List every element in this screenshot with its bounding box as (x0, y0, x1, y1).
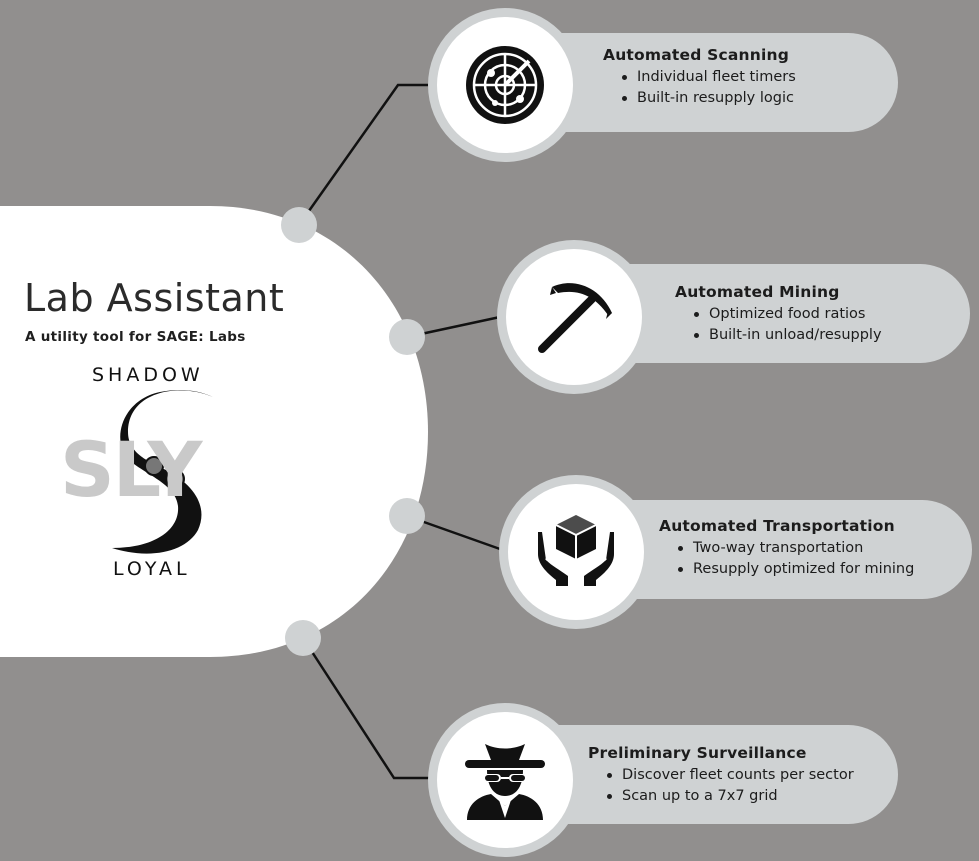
pickaxe-icon (538, 283, 612, 353)
package-hands-icon (538, 515, 614, 586)
connector-node-transportation (389, 498, 425, 534)
radar-icon (466, 46, 544, 124)
logo-emblem (112, 389, 213, 554)
logo-top-word: SHADOW (92, 364, 204, 386)
feature-bullets: Two-way transportation Resupply optimize… (659, 538, 914, 580)
feature-title: Automated Mining (675, 283, 840, 301)
hub-subtitle: A utility tool for SAGE: Labs (25, 329, 246, 345)
feature-bullets: Optimized food ratios Built-in unload/re… (675, 304, 882, 346)
hub-title: Lab Assistant (24, 276, 285, 320)
feature-text-surveillance: Preliminary Surveillance Discover fleet … (588, 744, 854, 807)
connector-node-mining (389, 319, 425, 355)
feature-title: Preliminary Surveillance (588, 744, 807, 762)
feature-bullet: Built-in resupply logic (622, 88, 796, 109)
hub-shape (0, 206, 428, 657)
connector-node-surveillance (285, 620, 321, 656)
feature-bullet: Built-in unload/resupply (694, 325, 882, 346)
feature-title: Automated Scanning (603, 46, 790, 64)
feature-title: Automated Transportation (659, 517, 895, 535)
feature-text-scanning: Automated Scanning Individual fleet time… (603, 46, 796, 109)
feature-bullet: Scan up to a 7x7 grid (607, 786, 854, 807)
feature-bullet: Individual fleet timers (622, 67, 796, 88)
feature-bullets: Individual fleet timers Built-in resuppl… (603, 67, 796, 109)
logo-monogram: SLY (60, 425, 202, 514)
connector-line-surveillance (301, 637, 432, 780)
connector-line-scanning (297, 83, 430, 226)
feature-text-transportation: Automated Transportation Two-way transpo… (659, 517, 914, 580)
logo-bottom-word: LOYAL (113, 558, 191, 580)
feature-bullet: Optimized food ratios (694, 304, 882, 325)
feature-bullet: Resupply optimized for mining (677, 559, 914, 580)
connector-node-scanning (281, 207, 317, 243)
spy-icon (465, 744, 545, 820)
connector-lines (297, 83, 501, 780)
feature-text-mining: Automated Mining Optimized food ratios B… (675, 283, 882, 346)
feature-bullet: Discover fleet counts per sector (607, 765, 854, 786)
feature-bullets: Discover fleet counts per sector Scan up… (588, 765, 854, 807)
feature-bullet: Two-way transportation (677, 538, 914, 559)
